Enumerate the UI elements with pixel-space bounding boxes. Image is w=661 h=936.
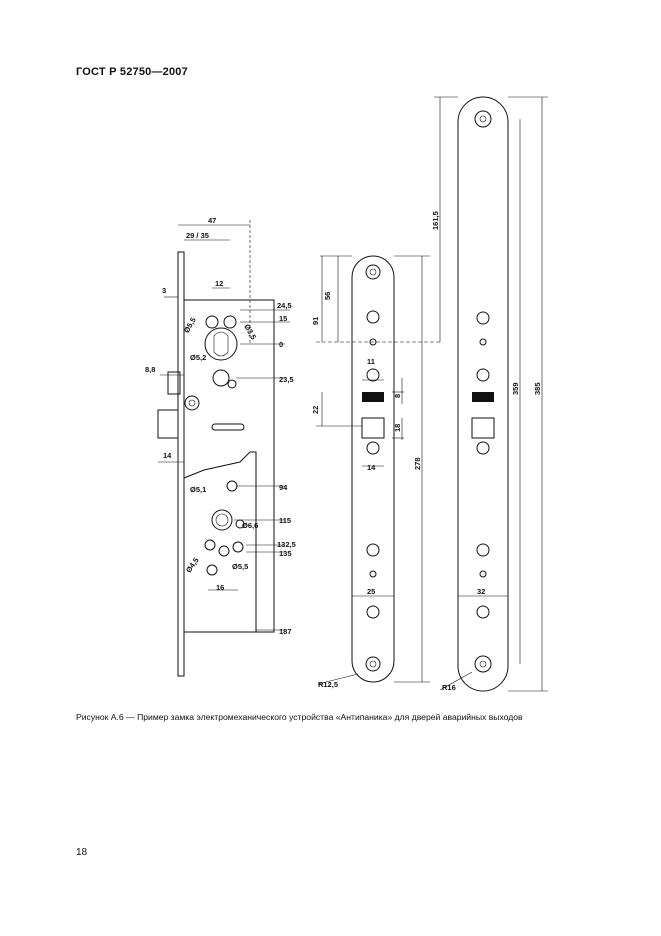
dim-12: 12 [215,279,223,288]
dim-dia-6-6: Ø6,6 [242,521,258,530]
dim-187: 187 [279,627,292,636]
dim-3: 3 [162,286,166,295]
standard-header: ГОСТ Р 52750—2007 [76,66,188,78]
dim-56: 56 [323,292,332,300]
dim-11: 11 [367,357,375,366]
dim-15: 15 [279,314,287,323]
strike-plate-drawing: 56 91 11 22 8 18 14 278 25 R12,5 [311,255,440,689]
dim-47: 47 [208,216,216,225]
dim-14: 14 [163,451,172,460]
dim-dia-5-5-b: Ø5,5 [232,562,248,571]
dim-25: 25 [367,587,375,596]
dim-0: 0 [279,340,283,349]
dim-r16: R16 [442,683,456,692]
dim-385: 385 [533,382,542,395]
dim-14-strike: 14 [367,463,376,472]
dim-24-5: 24,5 [277,301,292,310]
dim-dia-3-5: Ø3,5 [242,323,258,342]
dim-161-5: 161,5 [431,211,440,230]
dim-135: 135 [279,549,292,558]
dim-359: 359 [511,382,520,395]
dim-23-5: 23,5 [279,375,294,384]
dim-32: 32 [477,587,485,596]
page-number: 18 [76,847,88,858]
dim-dia-4-5: Ø4,5 [184,556,201,574]
dim-16: 16 [216,583,224,592]
dim-dia-5-2: Ø5,2 [190,353,206,362]
dim-dia-5-1: Ø5,1 [190,485,206,494]
dim-29-35: 29 / 35 [186,231,209,240]
dim-r12-5: R12,5 [318,680,338,689]
dim-18: 18 [393,424,402,432]
figure-caption: Рисунок А.6 — Пример замка электромехани… [76,712,523,722]
dim-91: 91 [311,317,320,325]
dim-22: 22 [311,406,320,414]
long-plate-drawing: 161,5 359 385 32 R16 [431,96,548,692]
dim-94: 94 [279,483,288,492]
dim-278: 278 [413,457,422,470]
dim-8-8: 8,8 [145,365,155,374]
lock-body-drawing: 47 29 / 35 12 3 24,5 15 0 Ø5,5 Ø3,5 Ø5,2… [145,216,296,677]
dim-115: 115 [279,516,291,525]
dim-8: 8 [393,394,402,398]
dim-132-5: 132,5 [277,540,296,549]
